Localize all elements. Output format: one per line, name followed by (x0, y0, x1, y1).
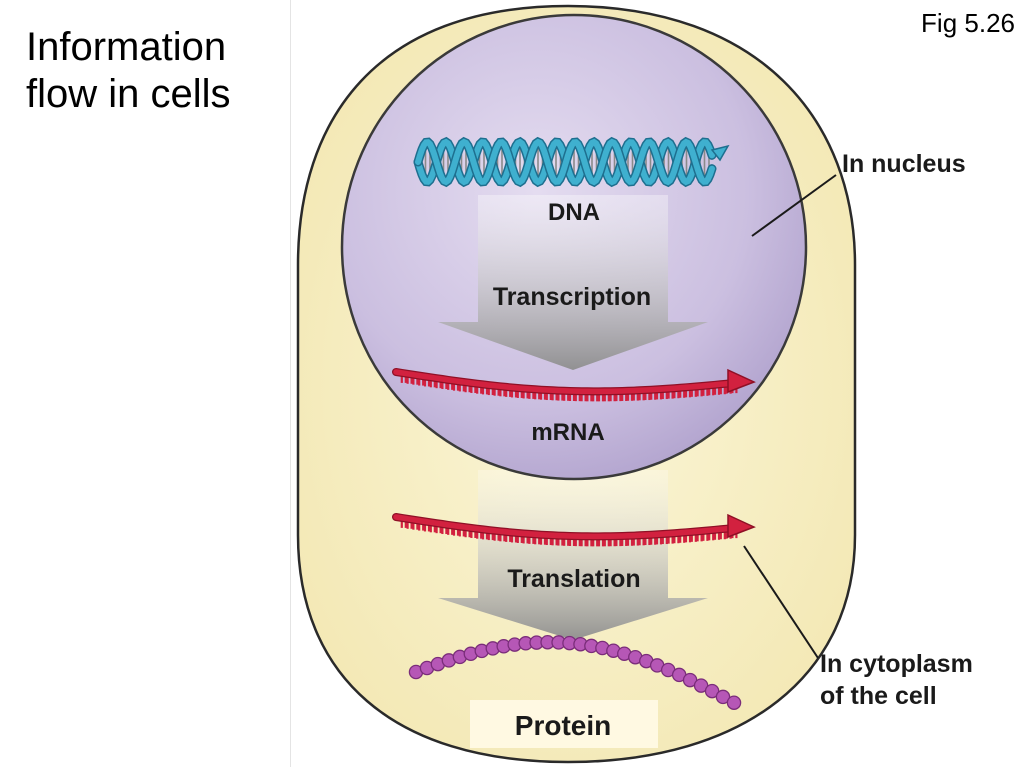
protein-label: Protein (515, 710, 611, 741)
nucleus-callout-label: In nucleus (842, 150, 966, 178)
slide-title: Information flow in cells (26, 25, 231, 116)
dna-helix-icon (413, 136, 730, 188)
transcription-label: Transcription (493, 283, 651, 311)
cytoplasm-leader-line (743, 545, 819, 659)
cytoplasm-callout-label-line2: of the cell (820, 682, 937, 710)
nucleus-leader-line (751, 174, 837, 237)
cytoplasm-callout-label-line1: In cytoplasm (820, 650, 973, 678)
protein-chain-icon (408, 634, 742, 710)
mrna-strand-cytoplasm-icon (392, 513, 756, 547)
translation-arrow (438, 470, 708, 640)
dna-label: DNA (548, 199, 600, 226)
mrna-label: mRNA (531, 419, 604, 446)
transcription-arrow (438, 195, 708, 370)
figure-label: Fig 5.26 (921, 8, 1015, 38)
protein-label-box (470, 700, 658, 748)
mrna-strand-nucleus-icon (392, 368, 756, 402)
panel-divider (290, 0, 291, 767)
translation-label: Translation (507, 565, 640, 593)
